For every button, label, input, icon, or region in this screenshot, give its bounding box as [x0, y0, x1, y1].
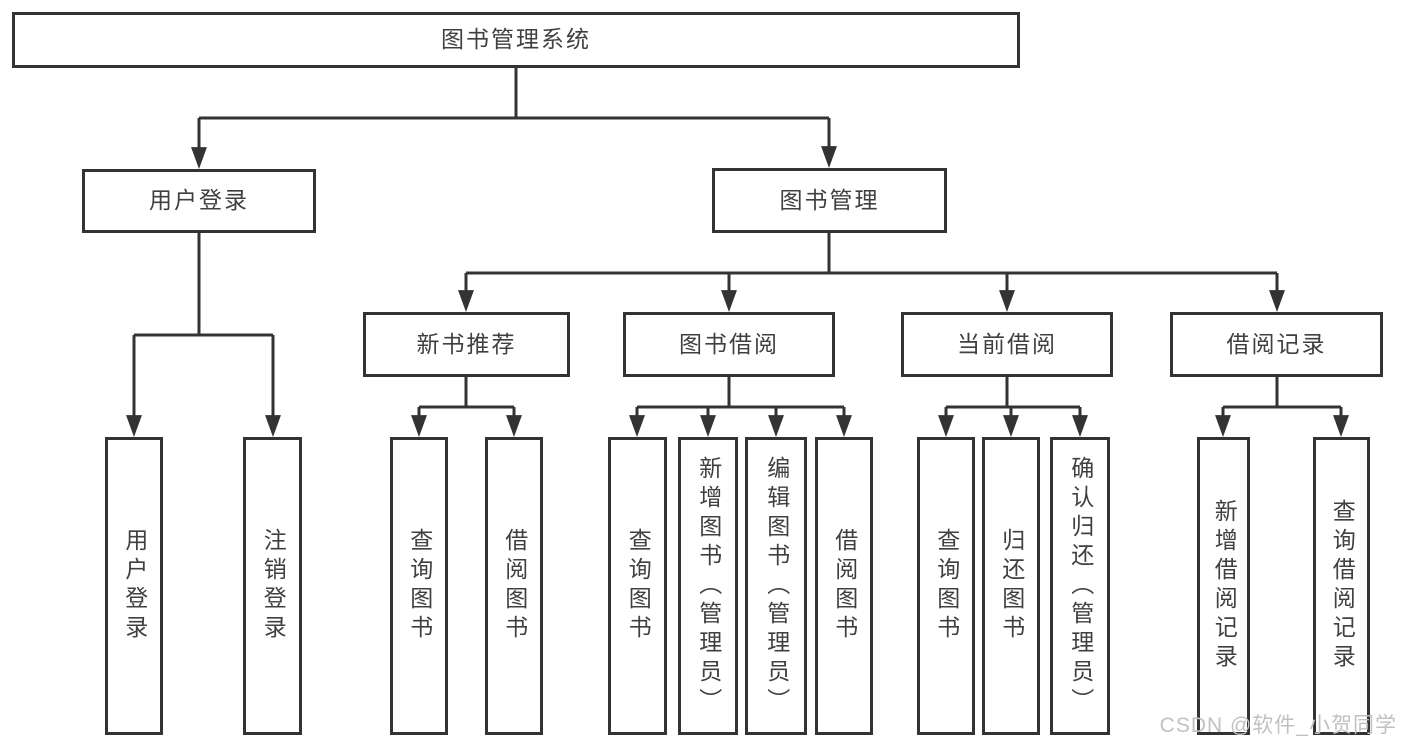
connector-lines	[126, 68, 1349, 437]
node-new-book-recommend: 新书推荐	[363, 312, 570, 377]
leaf-add-books-admin: 新增图书（管理员）	[678, 437, 738, 735]
node-borrow-records: 借阅记录	[1170, 312, 1383, 377]
node-book-management: 图书管理	[712, 168, 947, 233]
node-root-system: 图书管理系统	[12, 12, 1020, 68]
leaf-query-books-recommend: 查询图书	[390, 437, 448, 735]
leaf-query-books-borrowing: 查询图书	[608, 437, 667, 735]
leaf-logout: 注销登录	[243, 437, 302, 735]
leaf-borrow-books: 借阅图书	[815, 437, 873, 735]
leaf-user-login: 用户登录	[105, 437, 163, 735]
node-book-borrowing: 图书借阅	[623, 312, 835, 377]
leaf-return-books: 归还图书	[982, 437, 1040, 735]
leaf-query-borrow-record: 查询借阅记录	[1313, 437, 1370, 735]
leaf-borrow-books-recommend: 借阅图书	[485, 437, 543, 735]
leaf-confirm-return-admin: 确认归还（管理员）	[1050, 437, 1110, 735]
node-user-login: 用户登录	[82, 169, 316, 233]
node-current-borrowing: 当前借阅	[901, 312, 1113, 377]
csdn-watermark: CSDN @软件_小贺同学	[1159, 714, 1397, 737]
leaf-query-books-current: 查询图书	[917, 437, 975, 735]
leaf-add-borrow-record: 新增借阅记录	[1197, 437, 1250, 735]
leaf-edit-books-admin: 编辑图书（管理员）	[745, 437, 807, 735]
